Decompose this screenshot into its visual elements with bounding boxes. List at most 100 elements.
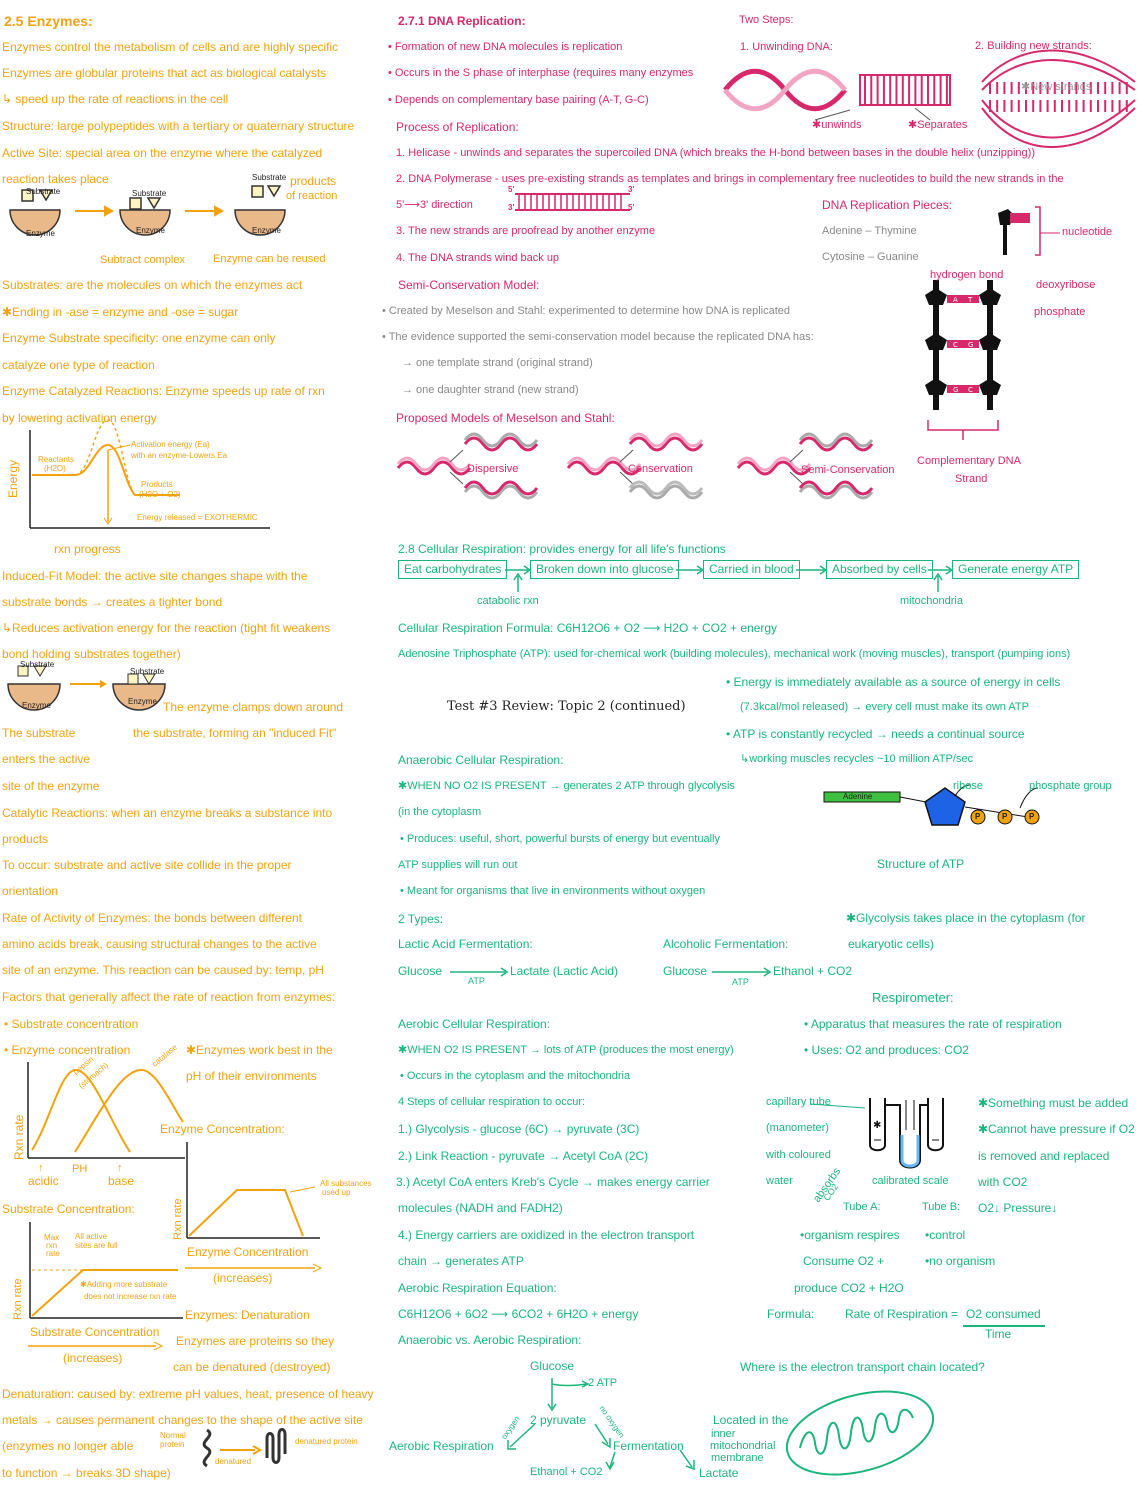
anaerobic-line: 2 Types:	[398, 912, 444, 926]
enzymes-line: Substrates: are the molecules on which t…	[2, 278, 303, 292]
replication-step: 4. The DNA strands wind back up	[396, 252, 560, 264]
acidic-label: acidic	[28, 1174, 59, 1188]
enzyme-conc-annotation: used up	[322, 1188, 351, 1197]
respirometer-note: ✱Cannot have pressure if O2	[978, 1122, 1135, 1136]
vs-pyruvate: 2 pyruvate	[530, 1413, 587, 1427]
separates-label: ✱Separates	[908, 119, 968, 131]
respirometer-title: Respirometer:	[872, 990, 954, 1005]
enzyme-label: Enzyme	[136, 226, 165, 235]
dna-helix-icon	[798, 480, 874, 496]
glycolysis-note: eukaryotic cells)	[848, 937, 935, 951]
replication-step: 2. DNA Polymerase - uses pre-existing st…	[396, 173, 1064, 185]
arrow-icon	[789, 471, 804, 485]
semi-line: • Created by Meselson and Stahl: experim…	[382, 305, 791, 317]
base-label: base	[108, 1174, 135, 1188]
flow-box: Generate energy ATP	[952, 560, 1080, 580]
enzyme-conc-xlabel: Enzyme Concentration	[187, 1245, 309, 1259]
tube-label: Tube B:	[922, 1201, 961, 1213]
enzyme-label: Enzyme	[22, 701, 51, 710]
induced-left: The substrate	[2, 726, 76, 740]
enzymes-line: metals → causes permanent changes to the…	[2, 1413, 363, 1427]
arrow-icon	[619, 449, 634, 463]
unwinds-label: ✱unwinds	[812, 119, 862, 131]
induced-caption: The enzyme clamps down around	[163, 700, 344, 714]
substrate-conc-ylabel: Rxn rate	[12, 1278, 24, 1320]
respirometer-note: ✱Something must be added	[978, 1096, 1129, 1110]
anaerobic-line: • Produces: useful, short, powerful burs…	[400, 833, 720, 845]
sites-full-label: All active	[75, 1232, 108, 1241]
semi-line: → one daughter strand (new strand)	[402, 384, 579, 396]
substrate-note: does not increase rxn rate	[84, 1292, 177, 1301]
enzymes-title: 2.5 Enzymes:	[4, 13, 93, 29]
enzymes-line: Enzyme Substrate specificity: one enzyme…	[2, 331, 276, 345]
mitochondrion-icon	[785, 1390, 935, 1476]
dna-helix-icon	[566, 456, 642, 472]
tube-label: Tube A:	[843, 1201, 881, 1213]
dna-bullet: • Formation of new DNA molecules is repl…	[388, 41, 623, 53]
anaerobic-line: ATP supplies will run out	[398, 859, 518, 871]
base-letter: A	[953, 296, 958, 304]
enzymes-line: Denaturation: caused by: extreme pH valu…	[2, 1387, 374, 1401]
vs-arrows	[507, 1378, 695, 1471]
vs-aerobic: Aerobic Respiration	[389, 1439, 494, 1453]
diagram-caption: Subtract complex	[100, 254, 185, 266]
deoxyribose-shape	[979, 288, 1001, 305]
anaerobic-line: (in the cytoplasm	[398, 806, 482, 818]
lactic-equation: Glucose	[398, 964, 443, 978]
respirometer-label: water	[766, 1175, 793, 1187]
enzymes-line: • Substrate concentration	[4, 1017, 139, 1031]
dna-helix-icon	[463, 484, 539, 500]
new-strands-label: ✱New strands	[1021, 81, 1092, 93]
model-label: Dispersive	[467, 463, 519, 475]
aerobic-line: 1.) Glycolysis - glucose (6C) → pyruvate…	[398, 1122, 640, 1136]
process-title: Process of Replication:	[396, 120, 519, 134]
diagram-caption: Enzyme can be reused	[213, 253, 326, 265]
alcoholic-title: Alcoholic Fermentation:	[663, 937, 789, 951]
etc-answer: mitochondrial	[710, 1440, 776, 1452]
deoxyribose-shape	[979, 333, 1001, 350]
phosphate-letter: P	[975, 812, 981, 821]
dna-helix-icon	[798, 436, 874, 452]
vs-glucose: Glucose	[530, 1359, 575, 1373]
phosphate-letter: P	[1002, 812, 1008, 821]
complementary-label: Complementary DNA	[917, 455, 1021, 467]
etc-answer: membrane	[711, 1452, 764, 1464]
base-letter: C	[953, 341, 958, 349]
denaturation-line: Enzymes are proteins so they	[176, 1334, 335, 1348]
base-pair: Cytosine – Guanine	[822, 251, 919, 263]
lactic-equation: Lactate (Lactic Acid)	[510, 964, 619, 978]
induced-caption: the substrate, forming an "induced Fit"	[133, 726, 337, 740]
flow-box: Eat carbohydrates	[398, 560, 508, 580]
aerobic-line: C6H12O6 + 6O2 ⟶ 6CO2 + 6H2O + energy	[398, 1307, 639, 1321]
aerobic-line: 4.) Energy carriers are oxidized in the …	[398, 1228, 695, 1242]
nucleotide-icon	[998, 206, 1060, 256]
dna-helix-icon	[628, 432, 704, 448]
max-rate-label: rate	[46, 1249, 60, 1258]
enzymes-line: by lowering activation energy	[2, 411, 157, 425]
atp-structure-diagram	[823, 784, 1040, 826]
denatured-label: denatured	[215, 1457, 252, 1466]
pieces-title: DNA Replication Pieces:	[822, 198, 953, 212]
enzyme-substrate-diagram	[9, 185, 286, 236]
tube-b-item: •no organism	[925, 1254, 996, 1268]
alcoholic-equation: Glucose	[663, 964, 708, 978]
respirometer-line: • Uses: O2 and produces: CO2	[804, 1043, 969, 1057]
etc-question: Where is the electron transport chain lo…	[740, 1360, 985, 1374]
rate-formula-lhs: Rate of Respiration =	[845, 1307, 959, 1321]
enzyme-label: Enzyme	[26, 229, 55, 238]
substrate-conc-title: Substrate Concentration:	[2, 1202, 135, 1216]
lactic-title: Lactic Acid Fermentation:	[398, 937, 533, 951]
dna-helix-icon	[736, 456, 812, 472]
ph-xlabel: PH	[72, 1163, 88, 1175]
dna-helix-icon	[463, 436, 539, 452]
enzyme-conc-xlabel: (increases)	[213, 1271, 273, 1285]
vs-fermentation: Fermentation	[613, 1439, 684, 1453]
respiration-formula: Cellular Respiration Formula: C6H12O6 + …	[398, 621, 778, 635]
aerobic-line: 4 Steps of cellular respiration to occur…	[398, 1096, 586, 1108]
rate-formula-denominator: Time	[985, 1327, 1012, 1341]
aerobic-line: ✱WHEN O2 IS PRESENT → lots of ATP (produ…	[398, 1044, 734, 1056]
products-label: of reaction	[286, 190, 338, 202]
enzymes-line: amino acids break, causing structural ch…	[2, 937, 317, 951]
base-pair: Adenine – Thymine	[822, 225, 917, 237]
substrate-label: Substrate	[26, 187, 61, 196]
